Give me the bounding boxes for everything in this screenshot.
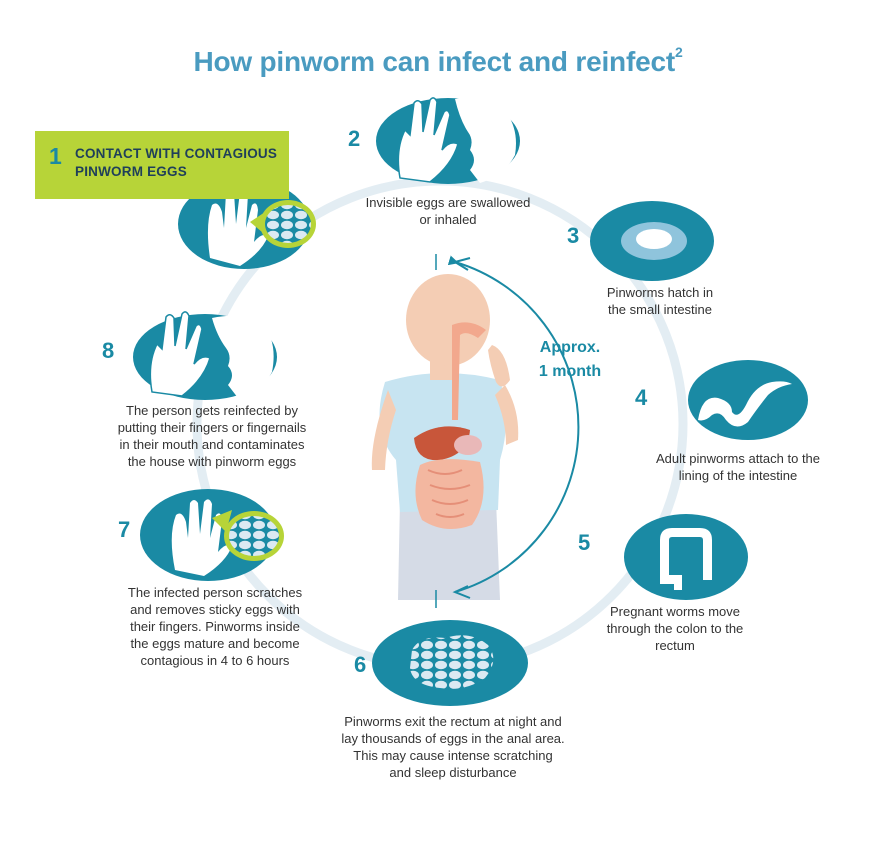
step-6-oval: [372, 620, 528, 706]
caption-line: and removes sticky eggs with: [130, 602, 300, 617]
hand-with-eggs-icon: [207, 189, 316, 266]
step-4-number: 4: [635, 385, 648, 410]
caption-line: their fingers. Pinworms inside: [130, 619, 300, 634]
caption-line: lining of the intestine: [678, 468, 798, 483]
caption-line: the small intestine: [607, 302, 713, 317]
caption-line: and sleep disturbance: [389, 765, 517, 780]
caption-line: Adult pinworms attach to the: [655, 451, 821, 466]
step-5-number: 5: [578, 530, 591, 555]
caption-line: Pregnant worms move: [609, 604, 741, 619]
page-title: How pinworm can infect and reinfect2: [0, 44, 876, 78]
step-1-title: CONTACT WITH CONTAGIOUS PINWORM EGGS: [75, 145, 285, 181]
step-1-oval: [178, 179, 316, 269]
caption-line: in their mouth and contaminates: [119, 437, 305, 452]
title-text: How pinworm can infect and reinfect: [193, 46, 675, 77]
hand-with-eggs-icon: [171, 499, 284, 576]
step-1-banner: 1 CONTACT WITH CONTAGIOUS PINWORM EGGS: [35, 131, 289, 199]
caption-line: Pinworms hatch in: [606, 285, 714, 300]
caption-line: or inhaled: [419, 212, 477, 227]
step-8-oval: [133, 311, 277, 400]
step-1-number: 1: [49, 143, 62, 169]
title-footnote: 2: [674, 44, 683, 60]
caption-line: putting their fingers or fingernails: [117, 420, 307, 435]
step-1-title-line: PINWORM EGGS: [75, 164, 187, 179]
step-2-caption: Invisible eggs are swallowed or inhaled: [338, 194, 558, 228]
step-3-oval: [590, 201, 714, 281]
duration-line: Approx.: [539, 339, 601, 356]
step-2-oval: [376, 97, 520, 184]
duration-line: 1 month: [538, 363, 602, 380]
caption-line: Pinworms exit the rectum at night and: [344, 714, 562, 729]
caption-line: contagious in 4 to 6 hours: [140, 653, 290, 668]
step-6-number: 6: [354, 652, 367, 677]
step-2-number: 2: [348, 126, 361, 151]
step-7-caption: The infected person scratches and remove…: [100, 584, 330, 669]
caption-line: lay thousands of eggs in the anal area.: [341, 731, 565, 746]
cycle-arrow: [447, 255, 580, 593]
step-7-oval: [140, 489, 284, 581]
colon-icon: [660, 528, 712, 590]
caption-line: The infected person scratches: [127, 585, 303, 600]
step-7-number: 7: [118, 517, 131, 542]
step-3-number: 3: [567, 223, 580, 248]
egg-cluster-icon: [410, 635, 494, 689]
step-3-caption: Pinworms hatch in the small intestine: [560, 284, 760, 318]
step-1-title-line: CONTACT WITH CONTAGIOUS: [75, 146, 278, 161]
caption-line: the eggs mature and become: [130, 636, 300, 651]
caption-line: This may cause intense scratching: [353, 748, 553, 763]
caption-line: Invisible eggs are swallowed: [365, 195, 531, 210]
egg-hatching-icon: [621, 222, 687, 260]
step-5-caption: Pregnant worms move through the colon to…: [580, 603, 770, 654]
step-6-caption: Pinworms exit the rectum at night and la…: [318, 713, 588, 781]
hand-to-face-icon: [397, 97, 516, 183]
caption-line: the house with pinworm eggs: [127, 454, 297, 469]
human-body-illustration: [371, 274, 519, 600]
caption-line: through the colon to the: [606, 621, 744, 636]
duration-label: Approx. 1 month: [525, 336, 615, 384]
hand-to-face-icon: [149, 311, 274, 398]
caption-line: The person gets reinfected by: [126, 403, 298, 418]
step-5-oval: [624, 514, 748, 600]
caption-line: rectum: [655, 638, 695, 653]
step-8-caption: The person gets reinfected by putting th…: [92, 402, 332, 470]
step-4-oval: [688, 360, 808, 440]
step-8-number: 8: [102, 338, 115, 363]
step-4-caption: Adult pinworms attach to the lining of t…: [638, 450, 838, 484]
worm-icon: [698, 381, 792, 427]
